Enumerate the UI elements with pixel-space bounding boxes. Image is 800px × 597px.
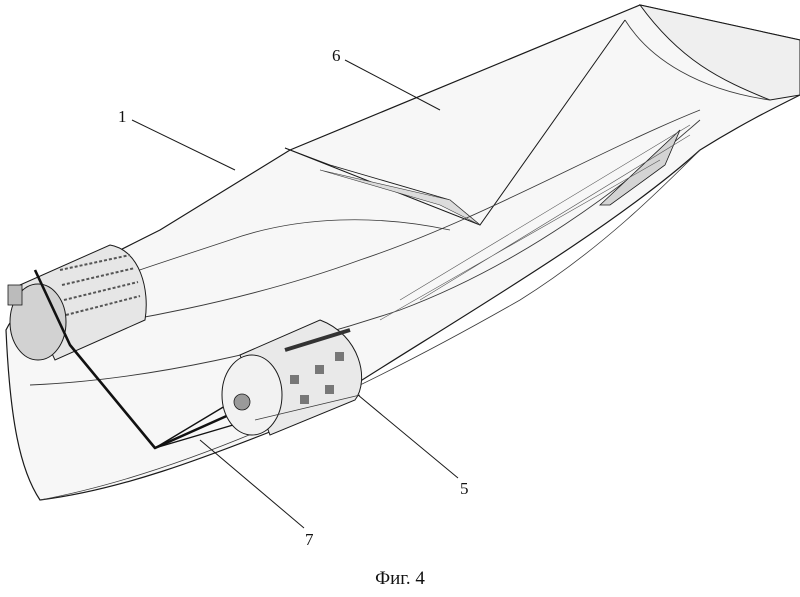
callout-1-hull: 1 bbox=[118, 107, 127, 126]
deck-step-shade bbox=[319, 169, 481, 226]
leader-6 bbox=[344, 59, 441, 111]
hull-outline bbox=[5, 4, 800, 501]
figure-caption: Фиг. 4 bbox=[375, 568, 425, 589]
towed-cylinder bbox=[221, 319, 363, 436]
transom-inner-line bbox=[624, 19, 771, 101]
leader-5 bbox=[357, 394, 459, 479]
callout-6-deck: 6 bbox=[332, 46, 341, 65]
bottom-lines bbox=[379, 124, 691, 321]
leader-7 bbox=[199, 439, 305, 529]
leader-1 bbox=[131, 119, 236, 171]
callout-5-cylinder: 5 bbox=[460, 479, 469, 498]
callout-7-cable: 7 bbox=[305, 530, 314, 549]
chine-line-lower bbox=[29, 119, 701, 386]
stern-strake bbox=[598, 129, 681, 206]
bow-cylinder bbox=[7, 244, 147, 361]
keel-line bbox=[39, 149, 701, 501]
